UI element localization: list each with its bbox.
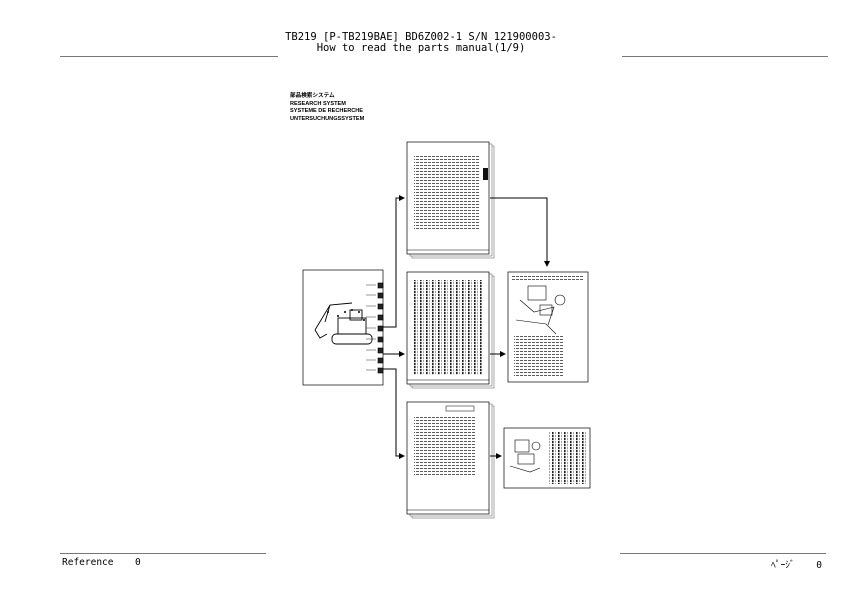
flow-arrows — [383, 195, 550, 459]
label-japanese: 部品検索システム — [290, 93, 335, 99]
reference-footer: Reference 0 — [62, 557, 141, 568]
parts-index-page — [406, 271, 495, 389]
machine-overview-page — [302, 269, 384, 386]
parts-list-page — [406, 401, 495, 519]
label-english: RESEARCH SYSTEM — [290, 100, 346, 107]
header-rule-left — [60, 56, 278, 57]
engine-parts-page — [503, 427, 591, 489]
page-footer: ﾍﾟｰｼﾞ 0 — [771, 557, 822, 571]
group-index-boxes — [377, 282, 384, 374]
footer-rule-left — [60, 553, 266, 554]
label-german: UNTERSUCHUNGSSYSTEM — [290, 115, 365, 122]
header-rule-right — [622, 56, 828, 57]
page-label: ﾍﾟｰｼﾞ — [771, 560, 795, 571]
contents-page — [406, 141, 495, 259]
research-system-labels: 部品検索システム RESEARCH SYSTEM SYSTEME DE RECH… — [290, 93, 364, 123]
page-value: 0 — [816, 560, 822, 571]
excavator-illustration — [314, 302, 373, 345]
title-line-2: How to read the parts manual(1/9) — [316, 42, 526, 54]
reference-label: Reference — [62, 557, 114, 568]
footer-rule-right — [620, 553, 826, 554]
reference-value: 0 — [134, 557, 141, 568]
label-french: SYSTEME DE RECHERCHE — [290, 108, 364, 115]
illustration-page — [507, 271, 589, 383]
title-line-1: TB219 [P-TB219BAE] BD6Z002-1 S/N 1219000… — [285, 31, 557, 43]
page-title: TB219 [P-TB219BAE] BD6Z002-1 S/N 1219000… — [0, 32, 842, 54]
